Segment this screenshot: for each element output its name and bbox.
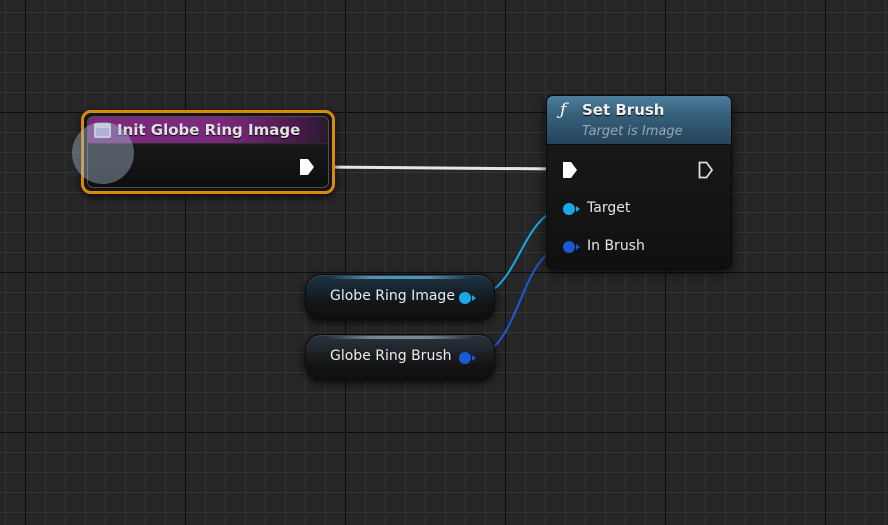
event-node-title: Init Globe Ring Image — [117, 121, 301, 139]
set-brush-title: Set Brush — [582, 101, 665, 119]
in-brush-pin-arrow-icon — [576, 244, 580, 250]
variable-pin-arrow-icon — [472, 295, 476, 301]
exec-input-pin[interactable] — [561, 160, 579, 180]
exec-output-pin[interactable] — [298, 157, 316, 177]
target-pin[interactable] — [563, 203, 575, 215]
event-node-header[interactable]: Init Globe Ring Image — [88, 117, 328, 144]
cursor-highlight — [72, 122, 134, 184]
in-brush-pin[interactable] — [563, 241, 575, 253]
variable-node-globe-ring-image[interactable]: Globe Ring Image — [305, 274, 495, 320]
exec-arrow-icon — [563, 162, 577, 178]
variable-pin-arrow-icon — [472, 355, 476, 361]
set-brush-node[interactable]: ƒ Set Brush Target is Image Target In Br… — [546, 95, 732, 269]
target-pin-label: Target — [587, 200, 631, 216]
in-brush-pin-label: In Brush — [587, 238, 645, 254]
event-icon — [94, 122, 111, 138]
variable-output-pin[interactable] — [459, 292, 471, 304]
function-icon: ƒ — [560, 100, 567, 120]
exec-arrow-icon — [300, 159, 314, 175]
exec-wire — [315, 165, 563, 171]
target-pin-arrow-icon — [576, 206, 580, 212]
set-brush-subtitle: Target is Image — [582, 124, 683, 139]
variable-label: Globe Ring Brush — [330, 348, 452, 364]
event-node-init-globe-ring-image[interactable]: Init Globe Ring Image — [81, 110, 335, 194]
variable-node-globe-ring-brush[interactable]: Globe Ring Brush — [305, 334, 495, 380]
variable-output-pin[interactable] — [459, 352, 471, 364]
set-brush-header[interactable]: ƒ Set Brush Target is Image — [547, 96, 731, 145]
event-node-body: Init Globe Ring Image — [87, 116, 329, 188]
exec-output-pin[interactable] — [697, 160, 715, 180]
variable-label: Globe Ring Image — [330, 288, 455, 304]
exec-arrow-outline-icon — [698, 161, 714, 179]
